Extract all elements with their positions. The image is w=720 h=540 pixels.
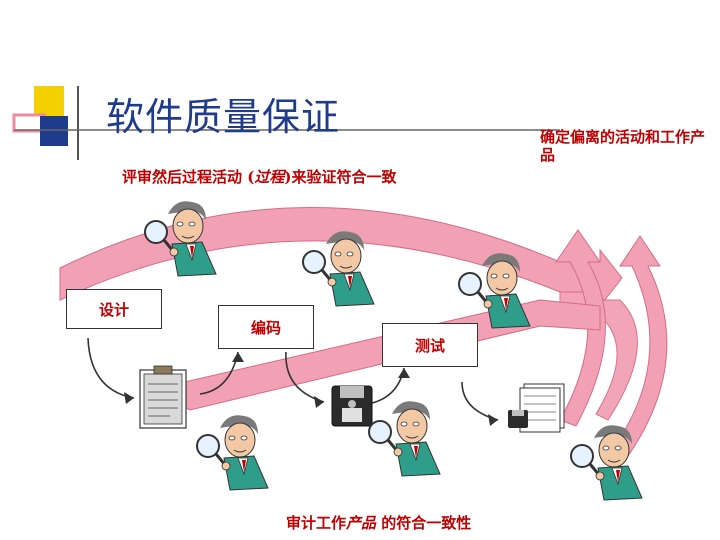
subtitle-italic-word: 过程 xyxy=(254,168,285,186)
stage-design-box: 设计 xyxy=(66,289,162,329)
disk-icon xyxy=(331,385,373,427)
auditor-icon xyxy=(367,399,442,478)
audit-caption-italic: 产品 xyxy=(346,514,377,532)
deviation-note: 确定偏离的活动和工作产品 xyxy=(540,128,706,164)
audit-caption: 审计工作产品 的符合一致性 xyxy=(286,512,471,533)
slide-subtitle: 评审然后过程活动 (过程)来验证符合一致 xyxy=(122,166,396,187)
slide-title: 软件质量保证 xyxy=(106,95,341,139)
audit-caption-start: 审计工作 xyxy=(286,514,347,532)
subtitle-text-start: 评审然后过程活动 ( xyxy=(122,168,255,186)
stage-code-box: 编码 xyxy=(218,305,314,349)
stage-test-box: 测试 xyxy=(382,323,478,367)
subtitle-text-end: )来验证符合一致 xyxy=(284,168,397,186)
auditor-icon xyxy=(195,413,270,492)
audit-caption-end: 的符合一致性 xyxy=(376,514,472,532)
clipboard-icon xyxy=(139,365,187,429)
report-icon xyxy=(508,383,565,433)
